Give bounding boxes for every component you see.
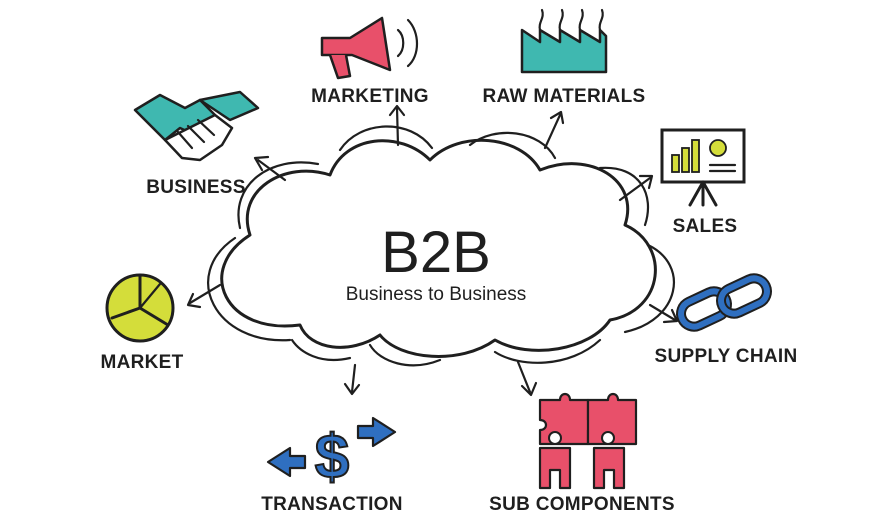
label-marketing: MARKETING — [311, 86, 429, 107]
megaphone-icon — [320, 16, 419, 80]
node-market: MARKET — [100, 273, 183, 373]
arrow-to-sub-components — [516, 360, 538, 397]
arrow-to-market — [186, 283, 222, 309]
label-market: MARKET — [100, 352, 183, 373]
arrow-to-transaction — [343, 363, 361, 396]
pie-chart-icon — [105, 273, 175, 343]
arrow-to-business — [253, 155, 287, 182]
label-supply-chain: SUPPLY CHAIN — [655, 346, 798, 367]
label-raw-materials: RAW MATERIALS — [483, 86, 646, 107]
presentation-board-icon — [660, 128, 746, 207]
node-sub-components: SUB COMPONENTS — [489, 392, 675, 515]
dollar-arrows-icon: $ — [266, 416, 397, 493]
puzzle-people-icon — [538, 392, 638, 490]
label-transaction: TRANSACTION — [261, 494, 403, 515]
node-marketing: MARKETING — [311, 16, 429, 107]
arrow-to-raw-materials — [543, 110, 565, 150]
connector-arrows — [186, 104, 679, 397]
node-business: BUSINESS — [133, 90, 260, 198]
center-title: B2B — [381, 220, 491, 285]
arrow-to-supply-chain — [648, 303, 679, 324]
node-supply-chain: SUPPLY CHAIN — [655, 273, 798, 367]
dollar-symbol: $ — [315, 423, 349, 492]
label-business: BUSINESS — [146, 177, 246, 198]
node-sales: SALES — [660, 128, 746, 237]
chain-link-icon — [676, 273, 772, 332]
label-sub-components: SUB COMPONENTS — [489, 494, 675, 515]
factory-icon — [520, 8, 608, 74]
label-sales: SALES — [673, 216, 738, 237]
arrow-to-marketing — [388, 104, 406, 147]
node-transaction: $ TRANSACTION — [261, 416, 403, 515]
arrow-to-sales — [618, 174, 654, 202]
central-cloud: B2B Business to Business — [207, 125, 675, 367]
handshake-icon — [133, 90, 260, 162]
center-subtitle: Business to Business — [346, 284, 527, 305]
node-raw-materials: RAW MATERIALS — [483, 8, 646, 107]
